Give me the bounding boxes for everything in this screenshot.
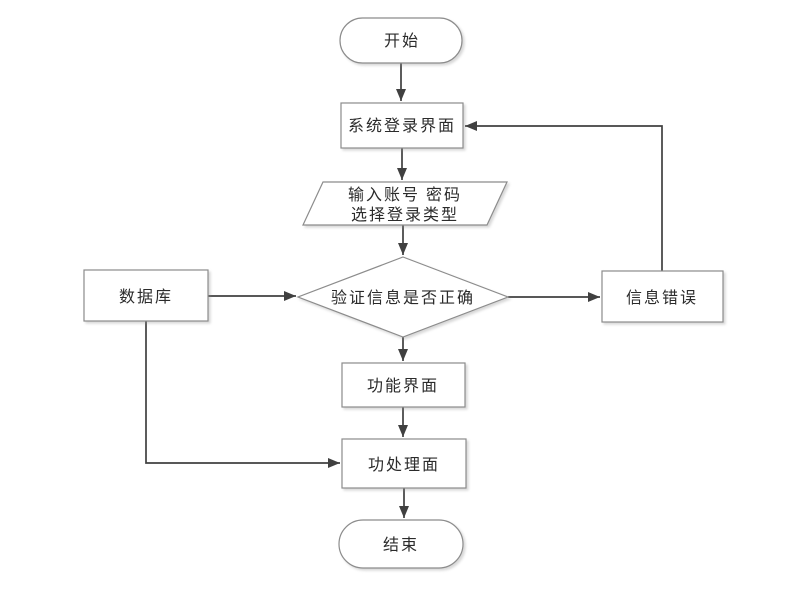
node-database: 数据库 [83, 269, 209, 322]
node-input-label-line2: 选择登录类型 [351, 206, 459, 224]
edge-database-to-handle [145, 321, 340, 468]
node-input-parallelogram [302, 181, 508, 226]
node-error-process [601, 270, 724, 323]
node-handle-label: 功处理面 [368, 456, 440, 474]
node-verify-label: 验证信息是否正确 [331, 289, 475, 307]
node-end-terminator [338, 519, 464, 569]
node-error: 信息错误 [601, 270, 724, 323]
node-end-label: 结束 [383, 536, 419, 554]
node-database-label: 数据库 [119, 288, 173, 306]
node-login: 系统登录界面 [340, 102, 464, 149]
node-handle: 功处理面 [341, 438, 467, 489]
edge-error-to-login-feedback [465, 121, 663, 271]
node-input-label-line1: 输入账号 密码 [348, 186, 462, 204]
node-login-process [340, 102, 464, 149]
node-verify-decision [296, 256, 510, 338]
node-start-label: 开始 [384, 32, 420, 50]
edges-layer [145, 63, 663, 518]
node-end: 结束 [338, 519, 464, 569]
node-input: 输入账号 密码 选择登录类型 [302, 181, 508, 226]
node-function-process [341, 362, 466, 408]
node-function-label: 功能界面 [367, 377, 439, 395]
node-verify: 验证信息是否正确 [296, 256, 510, 338]
node-login-label: 系统登录界面 [348, 117, 456, 135]
node-handle-process [341, 438, 467, 489]
node-database-process [83, 269, 209, 322]
node-start: 开始 [339, 17, 463, 64]
node-function: 功能界面 [341, 362, 466, 408]
node-error-label: 信息错误 [626, 289, 698, 307]
node-start-terminator [339, 17, 463, 64]
